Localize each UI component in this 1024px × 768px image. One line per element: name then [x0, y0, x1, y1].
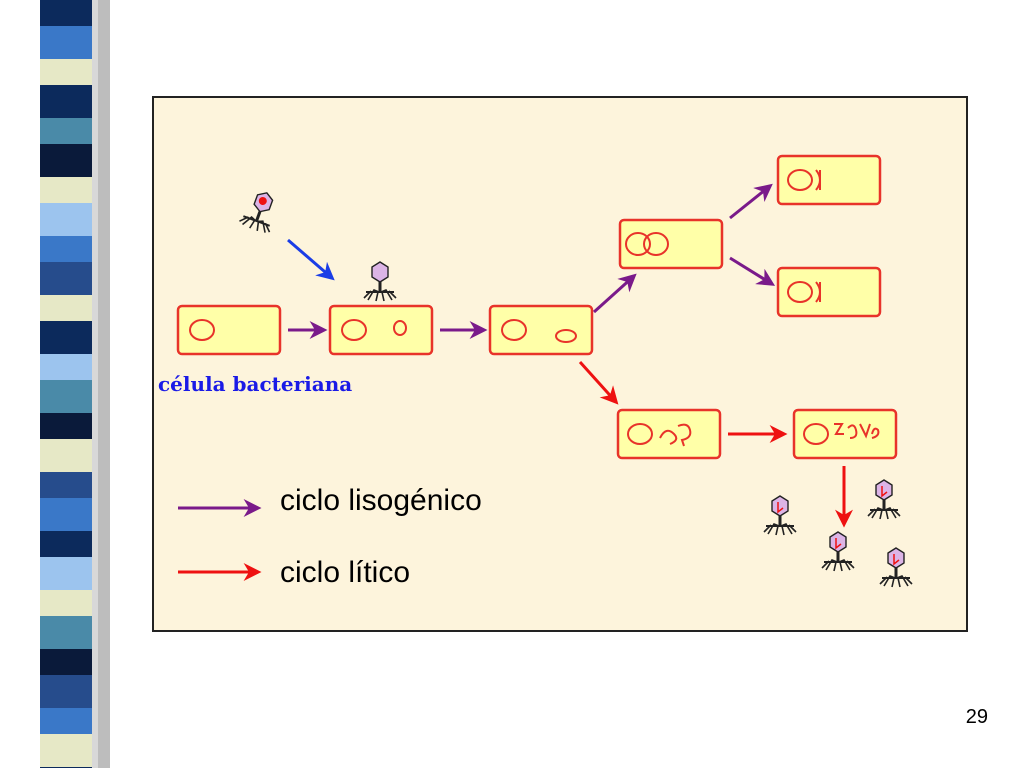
- side-strip-block: [40, 262, 92, 295]
- released-phage-icon: [821, 531, 855, 572]
- arrow-cell3-to-lytic: [578, 360, 619, 405]
- side-strip-block: [40, 59, 92, 85]
- side-strip-block: [40, 26, 92, 59]
- decorative-side-strip: [0, 0, 110, 768]
- side-strip-block: [40, 380, 92, 413]
- side-strip-block: [40, 590, 92, 616]
- side-strip-block: [40, 118, 92, 144]
- bacterial-cell-infected: [328, 304, 434, 356]
- diagram-canvas: [176, 154, 913, 588]
- side-strip-block: [40, 321, 92, 354]
- legend-label-lytic: ciclo lítico: [280, 556, 411, 589]
- infection-arrow: [287, 238, 335, 281]
- arrow-integrated-to-bottom: [729, 256, 776, 286]
- side-strip-block: [40, 616, 92, 649]
- side-strip-block: [40, 354, 92, 380]
- side-strip-block: [40, 144, 92, 177]
- side-strip-block: [40, 531, 92, 557]
- released-phage-icon: [763, 495, 797, 536]
- side-strip-block: [40, 557, 92, 590]
- side-strip-block: [40, 236, 92, 262]
- side-strip-block: [40, 498, 92, 531]
- bacterial-cell-label: célula bacteriana: [158, 372, 353, 396]
- side-strip-block: [40, 177, 92, 203]
- side-strip-block: [40, 203, 92, 236]
- arrow-integrated-to-top: [729, 183, 773, 220]
- legend-label-lysogenic: ciclo lisogénico: [280, 484, 482, 517]
- bacterial-cell-daughter-top: [776, 154, 882, 206]
- lysogenic-arrows: [288, 183, 776, 339]
- lytic-arrows: [578, 360, 853, 528]
- bacterial-cell-lytic-assembly: [792, 408, 898, 460]
- bacterial-cell-lytic-replication: [616, 408, 722, 460]
- bacterial-cell-uninfected: [176, 304, 282, 356]
- bacterial-cell-viral-dna: [488, 304, 594, 356]
- side-strip-block: [40, 295, 92, 321]
- side-strip-block: [40, 675, 92, 708]
- side-strip-block: [40, 0, 92, 26]
- phage-free-icon: [237, 186, 283, 236]
- side-strip-block: [40, 413, 92, 439]
- side-strip-block: [40, 472, 92, 498]
- side-strip-block: [40, 734, 92, 767]
- side-strip-block: [40, 649, 92, 675]
- arrow-cell3-to-integrated: [592, 273, 637, 314]
- page-number: 29: [965, 706, 988, 728]
- bacterial-cell-integrated: [618, 218, 724, 270]
- side-strip-block: [40, 708, 92, 734]
- released-phage-icon: [867, 479, 901, 520]
- released-phage-icon: [879, 547, 913, 588]
- phage-attached-icon: [363, 261, 397, 302]
- side-strip-block: [40, 85, 92, 118]
- side-strip-block: [40, 439, 92, 472]
- lifecycle-diagram-panel: célula bacteriana ciclo lisogénico ciclo…: [152, 96, 968, 632]
- bacterial-cell-daughter-bottom: [776, 266, 882, 318]
